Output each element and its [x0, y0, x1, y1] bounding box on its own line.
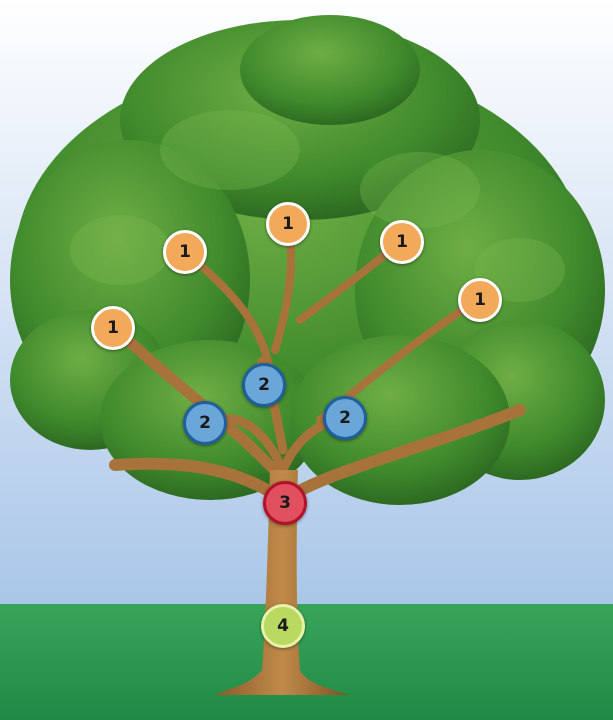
node-leaf-1: 1	[91, 306, 135, 350]
node-label: 2	[339, 408, 351, 428]
node-label: 3	[279, 493, 291, 513]
node-label: 4	[277, 616, 289, 636]
node-root: 4	[261, 604, 305, 648]
node-label: 2	[258, 375, 270, 395]
node-trunk: 3	[263, 481, 307, 525]
node-leaf-3: 1	[266, 202, 310, 246]
node-label: 1	[179, 242, 191, 262]
node-label: 2	[199, 413, 211, 433]
node-leaf-5: 1	[458, 278, 502, 322]
node-branch-1: 2	[242, 363, 286, 407]
node-branch-2: 2	[183, 401, 227, 445]
node-label: 1	[282, 214, 294, 234]
node-label: 1	[107, 318, 119, 338]
node-label: 1	[396, 232, 408, 252]
node-label: 1	[474, 290, 486, 310]
node-leaf-2: 1	[163, 230, 207, 274]
node-branch-3: 2	[323, 396, 367, 440]
node-leaf-4: 1	[380, 220, 424, 264]
grass-ground	[0, 604, 613, 720]
